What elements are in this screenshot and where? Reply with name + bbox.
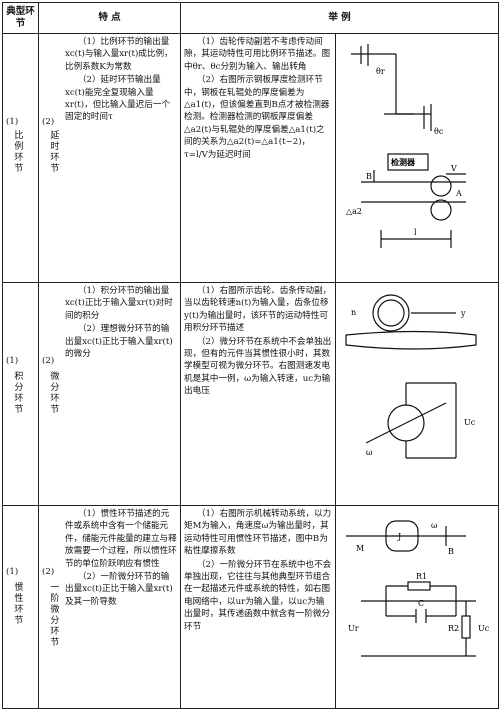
feature-text: （1）惯性环节描述的元件或系统中含有一个储能元件，储能元件能量的建立与释放需要一… [65,509,177,569]
example-text-cell: （1）右图所示齿轮、齿条传动副，当以齿轮转速n(t)为输入量，齿条位移y(t)为… [180,282,336,506]
B-label: B [366,172,372,181]
example-text-cell: （1）右图所示机械转动系统，以力矩M为输入，角速度ω为输出量时，其运动特性可用惯… [180,505,336,709]
theta-r-label: θr [376,67,385,76]
R2-label: R2 [448,624,459,633]
table-row: (1) 积分环节 (2) 微分环节 （1）积分环节的输出量xc(t)正比于输入量… [2,282,499,506]
example-text: （1）齿轮传动副若不考虑传动间隙，其运动特性可用比例环节描述。图中θr、θc分别… [184,37,331,72]
Ur-label: Ur [348,624,359,633]
header-example: 举 例 [180,2,499,34]
type-cell: (1) 惯性环节 [2,505,39,709]
gear-and-thickness-figure: θr θc 检测器 B V A △a2 l [346,44,466,248]
type-number: (1) [6,117,19,127]
rack-and-tachometer-figure: n y ω Uc [345,294,477,459]
feature-text: （2）延时环节输出量xc(t)能完全复现输入量xr(t)，但比输入量迟后一个固定… [65,75,171,123]
feature-cell: (2) 微分环节 （1）积分环节的输出量xc(t)正比于输入量xr(t)对时间的… [38,282,181,506]
header-type: 典型环节 [2,2,39,34]
omega-label: ω [366,448,373,457]
detector-label: 检测器 [391,157,416,167]
type-name: 惯性环节 [12,582,23,626]
V-label: V [450,164,457,173]
feature-text: （2）理想微分环节的输出量xc(t)正比于输入量xr(t)的微分 [65,324,173,360]
example-text: （1）右图所示机械转动系统，以力矩M为输入，角速度ω为输出量时，其运动特性可用惯… [184,509,332,557]
header-row: 典型环节 特 点 举 例 [2,2,499,34]
type-name: 积分环节 [12,371,23,415]
Uc-label: Uc [464,418,476,427]
da2-label: △a2 [346,207,362,216]
sub-number: (2) [42,117,55,127]
example-text: （1）右图所示齿轮、齿条传动副，当以齿轮转速n(t)为输入量，齿条位移y(t)为… [184,286,332,334]
sub-name: 微分环节 [48,371,59,415]
sub-number: (2) [42,567,55,577]
M-label: M [356,544,364,553]
table-row: (1) 惯性环节 (2) 一阶微分环节 （1）惯性环节描述的元件或系统中含有一个… [2,505,499,709]
example-text: （2）右图所示钢板厚度检测环节中，钢板在轧辊处的厚度偏差为△a1(t)，但该偏差… [184,75,330,160]
example-text: （2）一阶微分环节在系统中也不会单独出现，它往往与其他典型环节组合在一起描述元件… [184,559,332,632]
inertia-and-circuit-figure: M J ω B C R1 R2 Ur Uc [346,520,490,657]
example-figure-cell: θr θc 检测器 B V A △a2 l [335,33,499,283]
example-figure-cell: n y ω Uc [335,282,499,506]
y-label: y [460,309,466,318]
sub-number: (2) [42,356,55,366]
example-text-cell: （1）齿轮传动副若不考虑传动间隙，其运动特性可用比例环节描述。图中θr、θc分别… [180,33,336,283]
header-feature: 特 点 [38,2,181,34]
Uc-label: Uc [478,624,490,633]
C-label: C [418,599,424,608]
type-number: (1) [6,567,19,577]
feature-text: （1）比例环节的输出量xc(t)与输入量xr(t)成比例，比例系数K为常数 [65,37,173,72]
l-label: l [414,228,417,237]
J-label: J [397,532,401,541]
A-label: A [455,189,462,198]
sub-name: 延时环节 [48,130,59,174]
table-row: (1) 比例环节 (2) 延时环节 （1）比例环节的输出量xc(t)与输入量xr… [2,33,499,283]
example-text: （2）微分环节在系统中不会单独出现，但有的元件当其惯性很小时，其数学模型可视为微… [184,336,332,397]
sub-name: 一阶微分环节 [48,582,59,648]
type-name: 比例环节 [12,130,23,174]
R1-label: R1 [416,572,427,581]
type-cell: (1) 积分环节 [2,282,39,506]
omega-label: ω [431,521,438,530]
example-figure-cell: M J ω B C R1 R2 Ur Uc [335,505,499,709]
theta-c-label: θc [434,127,444,136]
type-cell: (1) 比例环节 [2,33,39,283]
type-number: (1) [6,356,19,366]
feature-cell: (2) 延时环节 （1）比例环节的输出量xc(t)与输入量xr(t)成比例，比例… [38,33,181,283]
feature-text: （2）一阶微分环节的输出量xc(t)正比于输入量xr(t)及其一阶导数 [65,572,173,607]
B-label: B [448,547,454,556]
feature-cell: (2) 一阶微分环节 （1）惯性环节描述的元件或系统中含有一个储能元件，储能元件… [38,505,181,709]
feature-text: （1）积分环节的输出量xc(t)正比于输入量xr(t)对时间的积分 [65,286,173,321]
n-label: n [351,308,356,317]
